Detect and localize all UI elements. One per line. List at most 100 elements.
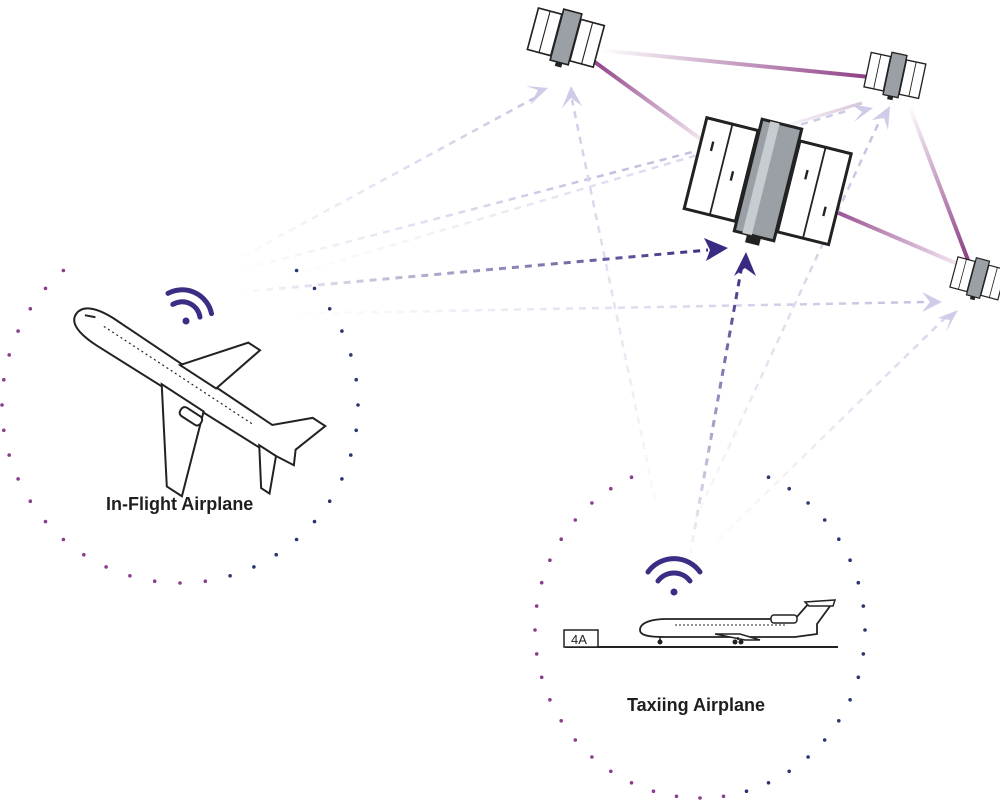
coverage-dot [548,558,552,562]
coverage-dot [848,698,852,702]
arrowhead-light [872,106,890,130]
coverage-dot [104,565,108,569]
coverage-dot [28,499,33,504]
coverage-dot [28,307,33,311]
coverage-dot [787,769,791,774]
link-light [570,99,657,501]
coverage-dot [312,519,317,524]
primary-links [239,248,744,556]
mesh-link [819,203,961,267]
link-primary [239,248,709,294]
coverage-dot [861,652,866,656]
coverage-dot [82,552,86,557]
coverage-dot [2,377,6,382]
coverage-dot [559,537,563,541]
airplane-icon [73,307,327,498]
coverage-dot [856,580,861,585]
coverage-dot [766,781,771,785]
coverage-dot [7,353,11,357]
mesh-link [590,58,704,142]
coverage-dot [2,428,6,433]
coverage-dot [674,794,679,799]
coverage-dot [7,453,11,457]
coverage-dot [294,537,299,542]
coverage-dot [629,781,634,785]
coverage-dot [128,574,132,578]
coverage-dot [61,268,66,273]
coverage-dot [721,794,726,799]
coverage-dot [354,377,359,382]
gate-sign [563,629,599,648]
satellite-icon [949,256,1000,301]
coverage-dot [340,477,344,481]
coverage-dot [822,738,827,742]
arrowhead-primary [734,252,756,276]
coverage-dot [744,789,749,793]
link-primary [688,264,744,556]
arrowhead-light [851,104,873,122]
arrowhead-light [562,86,582,108]
coverage-dot [573,738,578,742]
coverage-dot [252,565,256,569]
secondary-arrowheads [526,86,958,332]
gate-sign-text: 4A [571,632,587,647]
taxi-scene: 4A [563,599,838,648]
coverage-dot [766,475,771,480]
coverage-dot [806,755,810,759]
coverage-dot [822,518,827,522]
coverage-dot [590,755,594,759]
coverage-dot [0,403,4,407]
wifi-icon [645,556,703,596]
link-light [279,300,926,316]
coverage-dot [534,604,539,608]
mesh-link [908,107,970,261]
coverage-dot [609,769,613,774]
coverage-dot [327,307,332,311]
coverage-dot [327,499,332,504]
mesh-link [777,101,863,130]
coverage-dot [609,486,613,491]
in-flight-coverage-dots [0,268,360,585]
coverage-dot [534,652,539,656]
coverage-dot [294,268,299,273]
coverage-dot [539,580,544,585]
arrowhead-light [526,86,548,105]
arrowhead-primary [704,238,728,261]
coverage-dot [861,604,866,608]
coverage-dot [533,628,537,632]
airplane-icon [639,599,837,645]
mesh-links [590,48,970,267]
link-light [693,119,882,521]
coverage-dot [16,329,20,333]
coverage-dot [312,286,317,291]
coverage-dot [61,537,66,542]
in-flight-airplane-label: In-Flight Airplane [106,494,254,514]
coverage-dot [863,628,867,632]
arrowhead-light [922,292,942,312]
link-light [231,148,701,274]
primary-arrowheads [704,238,756,276]
coverage-dot [178,581,182,585]
link-light [717,317,946,541]
arrowhead-light [938,310,958,332]
satellite-icon [682,115,854,247]
coverage-dot [340,329,344,333]
coverage-dot [43,286,48,291]
taxi-coverage-dots [533,475,867,800]
coverage-dot [651,789,656,793]
link-light [231,93,541,264]
coverage-dot [539,675,544,680]
coverage-dot [349,353,353,357]
coverage-dot [856,675,861,680]
coverage-dot [354,428,359,433]
coverage-dot [152,579,157,583]
coverage-dot [559,719,563,723]
taxiing-airplane-label: Taxiing Airplane [627,695,766,715]
coverage-dot [629,475,634,480]
coverage-dot [837,719,841,723]
coverage-dot [698,796,702,800]
coverage-dot [43,519,48,524]
satellite-icon [526,6,606,69]
